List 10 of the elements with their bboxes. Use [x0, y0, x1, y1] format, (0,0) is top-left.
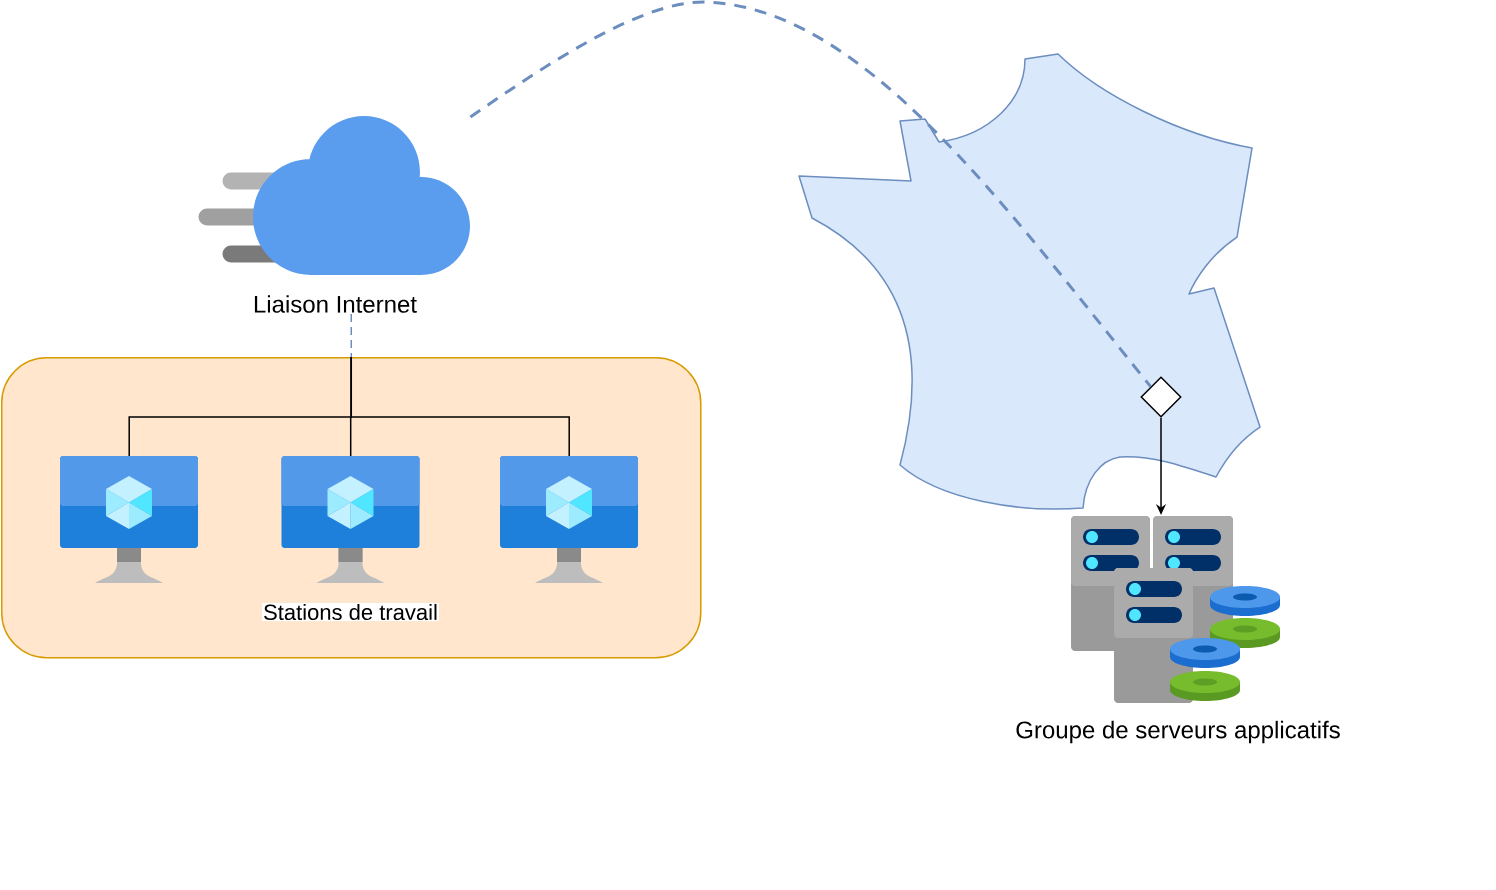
connector-line [350, 356, 570, 457]
monitor-icon [60, 456, 198, 583]
dashed-line [469, 0, 1152, 388]
monitor-icon [281, 456, 420, 583]
monitor-icon [500, 456, 638, 583]
diamond-shape [1140, 376, 1182, 418]
dashed-line [350, 313, 352, 358]
icon-label: Groupe de serveurs applicatifs [1016, 720, 1340, 744]
icon-label: Liaison Internet [254, 295, 417, 313]
country-map [798, 53, 1261, 510]
